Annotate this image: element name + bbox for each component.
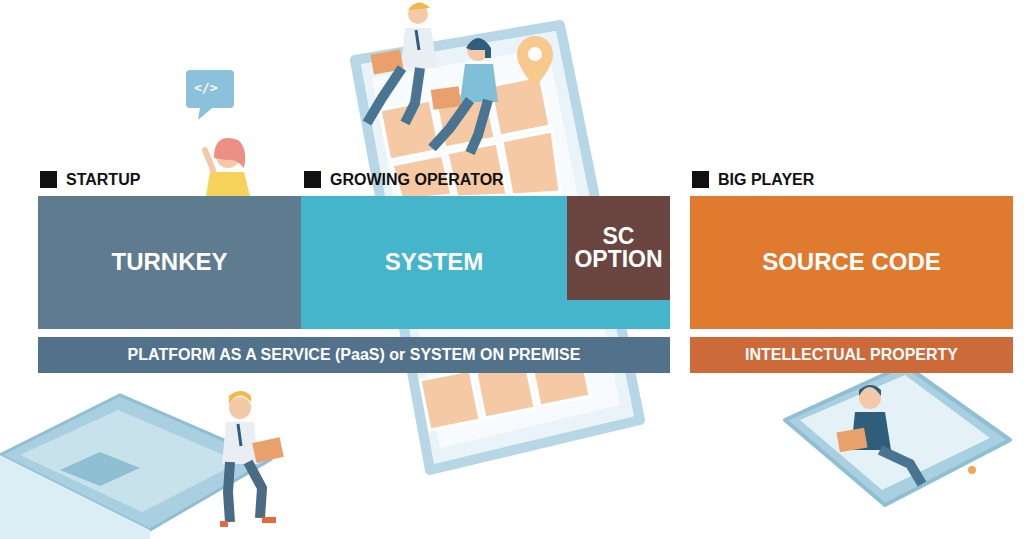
system-box: SC OPTIONGROWING OPERATORSYSTEM [301, 196, 670, 329]
platform-band: PLATFORM AS A SERVICE (PaaS) or SYSTEM O… [38, 337, 670, 373]
laptop-illustration [0, 395, 270, 539]
people-illustration [367, 2, 498, 153]
tier-heading: STARTUP [66, 171, 140, 189]
box-label: SC OPTION [567, 225, 670, 272]
tier-heading: GROWING OPERATOR [330, 171, 504, 189]
box-label: INTELLECTUAL PROPERTY [739, 347, 964, 363]
tier-heading: BIG PLAYER [718, 171, 814, 189]
woman-illustration [205, 138, 250, 196]
code-symbol: </> [194, 81, 217, 95]
box-label: SYSTEM [379, 250, 490, 274]
sc-option-box: SC OPTION [567, 196, 670, 300]
code-bubble [186, 70, 234, 120]
turnkey-box: STARTUPTURNKEY [38, 196, 301, 329]
box-label: TURNKEY [105, 250, 233, 274]
source-code-box: BIG PLAYERSOURCE CODE [690, 196, 1013, 329]
man-illustration [220, 391, 284, 524]
tablet-small-illustration [785, 365, 1010, 505]
box-label: PLATFORM AS A SERVICE (PaaS) or SYSTEM O… [122, 347, 587, 363]
location-pin [517, 36, 553, 88]
ip-band: INTELLECTUAL PROPERTY [690, 337, 1013, 373]
box-label: SOURCE CODE [756, 250, 947, 274]
